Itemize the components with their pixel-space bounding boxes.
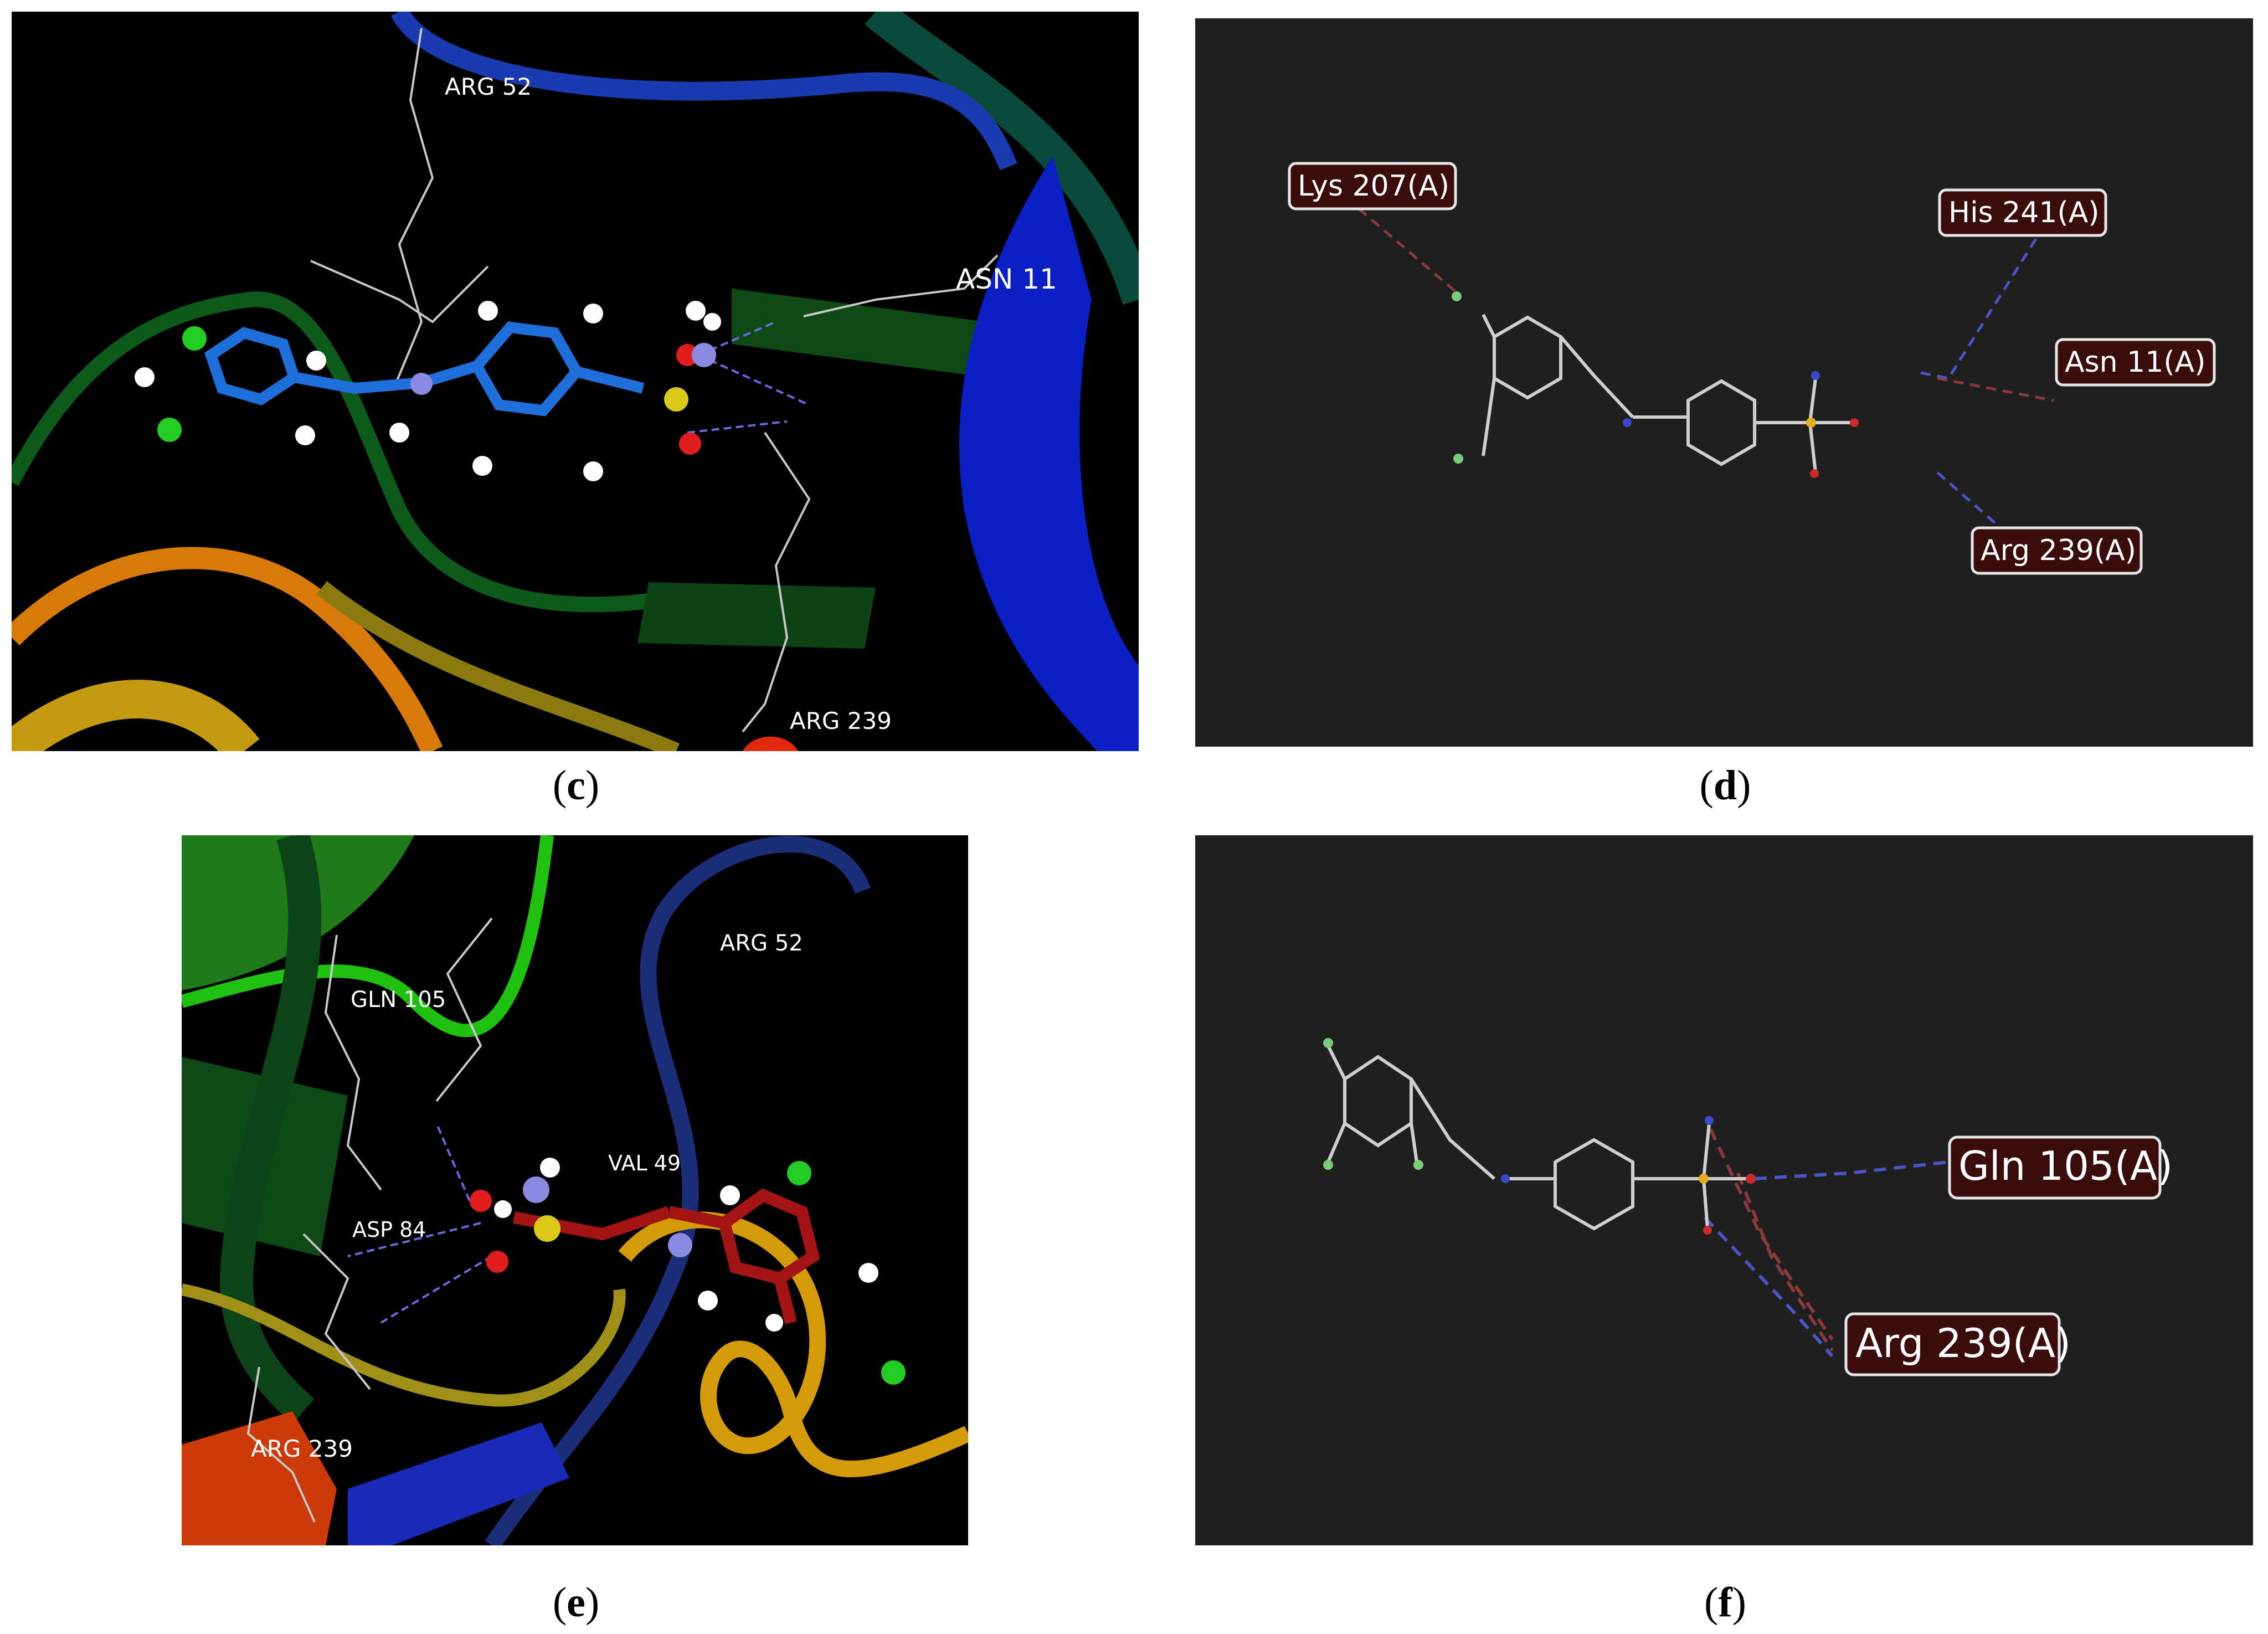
- caption-f-letter: f: [1718, 1579, 1732, 1626]
- blue-sheet: [348, 1422, 569, 1545]
- green-ribbon: [12, 291, 667, 613]
- residue-label-arg239: ARG 239: [251, 1435, 353, 1462]
- svg-text:His 241(A): His 241(A): [1948, 196, 2100, 229]
- caption-d-letter: d: [1713, 762, 1737, 809]
- residue-sticks: [246, 917, 493, 1523]
- svg-text:Arg 239(A): Arg 239(A): [1981, 534, 2136, 567]
- residue-sticks: [310, 28, 999, 733]
- label-arg239: Arg 239(A): [1971, 526, 2143, 575]
- residue-label-asn11: ASN 11: [956, 263, 1057, 295]
- ligand-c: [135, 301, 721, 481]
- label-arg239: Arg 239(A): [1844, 1312, 2071, 1376]
- yellow-ribbon: [12, 680, 260, 751]
- ligand-d-skeleton: [1482, 314, 1852, 473]
- orange-ribbon: [12, 547, 443, 751]
- residue-label-arg52: ARG 52: [445, 73, 532, 100]
- panel-f-2d-interactions: Gln 105(A) Arg 239(A): [1195, 835, 2253, 1545]
- ligand-f-skeleton: [1326, 1045, 1749, 1231]
- orange-helix: [618, 1211, 968, 1478]
- panel-f-scene: Gln 105(A) Arg 239(A): [1323, 1038, 2173, 1376]
- residue-label-gln105: GLN 105: [351, 987, 446, 1013]
- red-blob: [743, 736, 798, 751]
- dark-green-ribbon: [219, 835, 322, 1424]
- caption-f: (f): [1704, 1579, 1746, 1626]
- teal-ribbon: [865, 12, 1139, 305]
- blue-ribbon-right: [959, 156, 1139, 751]
- residue-label-val49: VAL 49: [608, 1151, 681, 1175]
- panel-c-scene: ARG 52 ASN 11 ARG 239: [12, 12, 1139, 751]
- hbond-lines: [347, 1123, 493, 1324]
- svg-text:Arg 239(A): Arg 239(A): [1855, 1320, 2071, 1366]
- svg-text:Asn 11(A): Asn 11(A): [2065, 346, 2205, 379]
- svg-text:Gln 105(A): Gln 105(A): [1958, 1143, 2173, 1189]
- caption-e: (e): [552, 1579, 600, 1626]
- label-his241: His 241(A): [1938, 188, 2107, 237]
- interaction-lines: [1333, 186, 2054, 551]
- label-lys207: Lys 207(A): [1288, 162, 1457, 210]
- panel-d-scene: Lys 207(A) His 241(A) Asn 11(A) Arg 239(…: [1288, 162, 2216, 575]
- panel-e-3d-docking: ARG 52 GLN 105 VAL 49 ASP 84 ARG 239: [182, 835, 968, 1545]
- residue-label-asp84: ASP 84: [352, 1217, 426, 1242]
- caption-d: (d): [1699, 762, 1751, 809]
- caption-e-letter: e: [567, 1579, 585, 1626]
- caption-c: (c): [552, 762, 600, 809]
- panel-d-2d-interactions: Lys 207(A) His 241(A) Asn 11(A) Arg 239(…: [1195, 18, 2253, 747]
- ligand-e: [470, 1158, 906, 1385]
- orange-sheet: [182, 1411, 337, 1545]
- yellow-ribbon-2: [316, 581, 680, 751]
- green-sheet: [732, 289, 986, 377]
- caption-c-letter: c: [567, 762, 585, 809]
- label-gln105: Gln 105(A): [1948, 1135, 2173, 1200]
- green-ribbon: [182, 835, 554, 1037]
- svg-text:Lys 207(A): Lys 207(A): [1298, 169, 1449, 203]
- residue-label-arg239: ARG 239: [790, 707, 892, 734]
- yellow-ribbon: [182, 1283, 626, 1407]
- blue-ribbon-top: [390, 12, 1017, 171]
- label-asn11: Asn 11(A): [2055, 338, 2216, 387]
- green-sheet-2: [637, 582, 876, 649]
- blue-ribbon: [485, 836, 871, 1545]
- interaction-lines: [1703, 1128, 1949, 1357]
- panel-c-3d-docking: ARG 52 ASN 11 ARG 239: [12, 12, 1139, 751]
- panel-e-scene: ARG 52 GLN 105 VAL 49 ASP 84 ARG 239: [182, 835, 968, 1545]
- residue-label-arg52: ARG 52: [720, 931, 803, 956]
